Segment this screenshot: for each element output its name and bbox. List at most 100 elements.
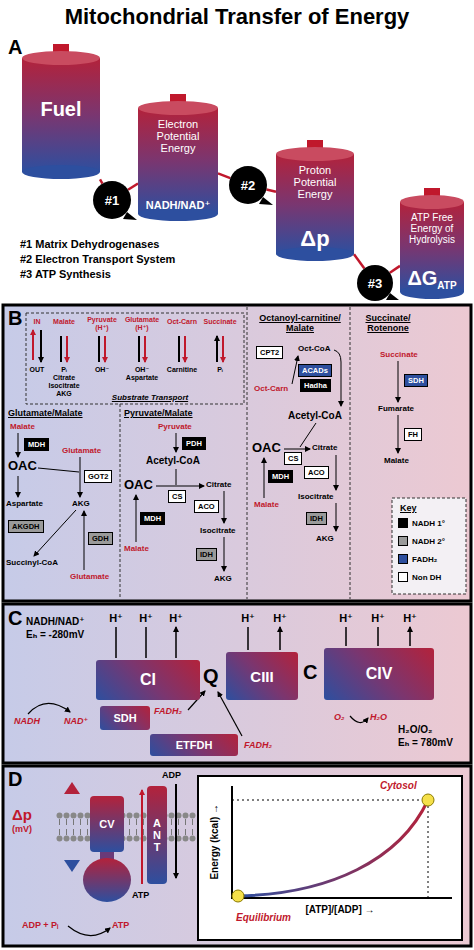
pathway-arrows — [156, 486, 204, 487]
legend-swatch — [398, 536, 408, 546]
panel-frames — [3, 305, 471, 946]
figure-title: Mitochondrial Transfer of Energy — [0, 4, 474, 30]
text-label: FADH₂ — [154, 706, 182, 716]
complex-box: CIII — [226, 652, 298, 700]
energy-chart — [422, 794, 434, 806]
text-label: OUT — [30, 366, 45, 374]
text-label: H⁺ — [109, 612, 123, 625]
node-text: Δp — [300, 226, 329, 252]
text-label: H₂O — [370, 712, 387, 722]
transport-arrows — [32, 330, 34, 360]
pathway-arrows — [224, 491, 225, 523]
text-label: Acetyl-CoA — [146, 455, 200, 467]
text-label: Q — [203, 665, 219, 688]
transport-arrows — [184, 336, 186, 362]
node-text: SDH — [408, 376, 424, 385]
text-label: Malate — [124, 544, 149, 553]
pathway-arrows — [398, 415, 399, 453]
legend-swatch — [398, 572, 408, 582]
text-label: #1 Matrix Dehydrogenases — [20, 238, 159, 251]
node-text: SDH — [113, 712, 136, 724]
text-label: Pᵢ — [217, 366, 223, 374]
enzyme-box: CPT2 — [256, 346, 283, 359]
translocase-bar: ANT — [147, 786, 167, 884]
node-text: ΔG — [407, 267, 437, 290]
node-text: AKGDH — [12, 522, 40, 531]
text-label: H⁺ — [169, 612, 183, 625]
node-text: CIII — [250, 668, 273, 685]
node-text: ANT — [152, 817, 163, 853]
text-label: Succinate — [203, 318, 236, 326]
text-label: FADH₂ — [244, 740, 272, 750]
node-text: Fuel — [40, 98, 81, 121]
enzyme-box: GOT2 — [84, 470, 112, 483]
text-label: (mV) — [12, 824, 32, 834]
enzyme-box: ACADs — [298, 364, 332, 377]
text-row: ΔGATP — [407, 267, 456, 290]
enzyme-box: CS — [284, 452, 302, 465]
text-label: D — [8, 768, 22, 791]
transport-arrows — [61, 336, 217, 362]
battery — [22, 165, 100, 179]
text-label: NADH/NAD⁺ — [26, 616, 85, 628]
atp-synthase-stalk: CV — [90, 796, 124, 852]
node-text: CV — [99, 818, 114, 830]
proton-arrows — [116, 627, 176, 658]
node-text: ACO — [198, 502, 215, 511]
text-label: Carnitine — [167, 366, 197, 374]
pathway-arrows — [284, 449, 310, 450]
battery — [22, 58, 100, 172]
text-label: Pᵢ — [61, 366, 67, 374]
enzyme-box: ACO — [194, 500, 219, 513]
text-label: AKG — [316, 534, 334, 543]
node-text: ACADs — [302, 366, 328, 375]
node-text: IDH — [310, 514, 323, 523]
text-label: OAC — [124, 478, 153, 493]
proton-motive-arrow — [64, 782, 80, 794]
pathway-arrows — [80, 457, 81, 497]
enzyme-box: MDH — [140, 512, 165, 525]
enzyme-box: AKGDH — [8, 520, 44, 533]
text-label: Malate — [53, 318, 75, 326]
energy-chart — [232, 800, 428, 898]
legend-text: NADH 1° — [412, 519, 445, 528]
transport-arrows — [222, 336, 224, 362]
enzyme-box: PDH — [182, 437, 206, 450]
transport-arrows — [104, 336, 106, 362]
node-text: Proton Potential Energy — [280, 164, 350, 200]
node-text: MDH — [272, 472, 289, 481]
pathway-arrows — [336, 503, 337, 531]
legend-text: Non DH — [412, 573, 441, 582]
text-label: Succinate/ Rotenone — [356, 313, 420, 333]
complex-box: CIV — [324, 648, 434, 700]
text-label: H₂O/O₂ — [398, 724, 432, 736]
atp-synthase-head — [83, 850, 131, 902]
text-label: Citrate — [312, 443, 337, 452]
legend-text: NADH 2° — [412, 537, 445, 546]
text-label: #3 ATP Synthesis — [20, 268, 111, 281]
text-label: Key — [400, 503, 417, 513]
atp-synthase-head — [83, 858, 131, 902]
node-text: IDH — [200, 550, 213, 559]
text-label: O₂ — [334, 712, 344, 722]
panel-frames — [3, 305, 471, 601]
ant-arrows — [68, 784, 176, 936]
text-label: ATP — [132, 890, 149, 900]
text-label: IN — [34, 318, 41, 326]
text-label: H⁺ — [371, 612, 385, 625]
text-label: [ATP]/[ADP] → — [305, 904, 374, 916]
node-text: ATP — [437, 280, 456, 291]
ant-arrows — [175, 784, 177, 878]
text-label: Octanoyl-carnitine/ Malate — [252, 313, 348, 333]
text-label: ADP — [162, 770, 181, 780]
text-label: Malate — [254, 500, 279, 509]
energy-chart — [232, 890, 244, 902]
text-label: Isocitrate — [48, 382, 79, 390]
pathway-arrows — [334, 350, 341, 406]
wire-connector — [218, 173, 230, 178]
node-text: #3 — [368, 276, 382, 291]
enzyme-box: SDH — [404, 374, 428, 387]
pathway-joins — [38, 468, 79, 472]
text-label: OAC — [252, 441, 281, 456]
energy-chart — [198, 776, 462, 940]
